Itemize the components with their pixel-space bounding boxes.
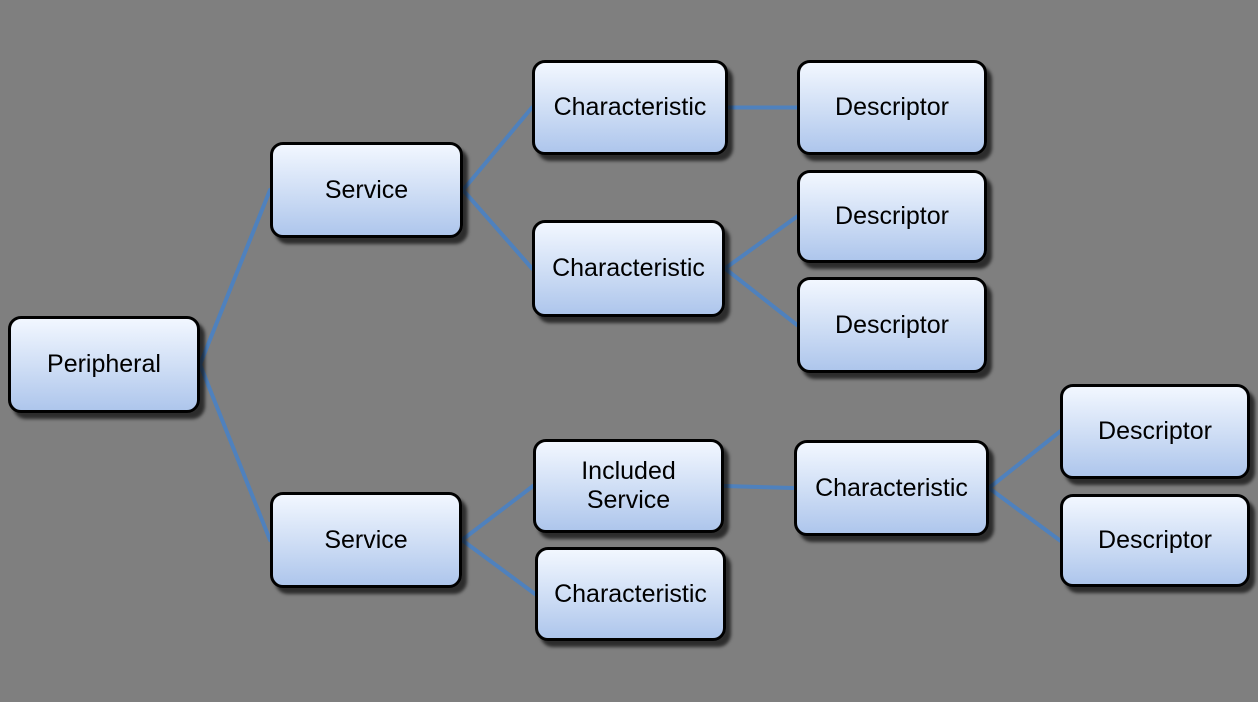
node-descriptor-3: Descriptor <box>797 277 987 373</box>
node-label: Descriptor <box>835 310 949 339</box>
edge-peripheral-to-service-2 <box>198 362 272 542</box>
edge-included-service-to-characteristic-4 <box>722 484 796 490</box>
node-characteristic-3: Characteristic <box>535 547 726 641</box>
edge-peripheral-to-service-1 <box>198 188 272 367</box>
node-label: Service <box>324 525 408 554</box>
node-descriptor-1: Descriptor <box>797 60 987 155</box>
node-included-service: Included Service <box>533 439 724 533</box>
node-label: Included Service <box>581 457 676 514</box>
node-peripheral: Peripheral <box>8 316 200 413</box>
node-descriptor-2: Descriptor <box>797 170 987 263</box>
edge-service-2-to-included-service <box>460 484 535 542</box>
edge-characteristic-4-to-descriptor-4 <box>987 429 1062 490</box>
node-label: Characteristic <box>815 473 968 502</box>
node-service-1: Service <box>270 142 463 238</box>
node-label: Peripheral <box>47 350 161 379</box>
node-label: Descriptor <box>835 93 949 122</box>
node-label: Descriptor <box>1098 417 1212 446</box>
node-label: Characteristic <box>553 93 707 122</box>
node-label: Descriptor <box>835 202 949 231</box>
edge-service-2-to-characteristic-3 <box>460 538 537 596</box>
edge-characteristic-4-to-descriptor-5 <box>987 486 1062 543</box>
node-service-2: Service <box>270 492 462 588</box>
edge-characteristic-2-to-descriptor-2 <box>723 214 799 271</box>
node-label: Characteristic <box>554 579 707 608</box>
node-characteristic-2: Characteristic <box>532 220 725 317</box>
edge-service-1-to-characteristic-2 <box>461 188 534 271</box>
node-label: Service <box>324 175 409 204</box>
node-descriptor-5: Descriptor <box>1060 494 1250 587</box>
node-characteristic-1: Characteristic <box>532 60 728 155</box>
edge-service-1-to-characteristic-1 <box>461 105 534 192</box>
edge-characteristic-2-to-descriptor-3 <box>723 266 799 327</box>
node-characteristic-4: Characteristic <box>794 440 989 536</box>
node-descriptor-4: Descriptor <box>1060 384 1250 479</box>
node-label: Descriptor <box>1098 526 1212 555</box>
node-label: Characteristic <box>552 254 705 283</box>
